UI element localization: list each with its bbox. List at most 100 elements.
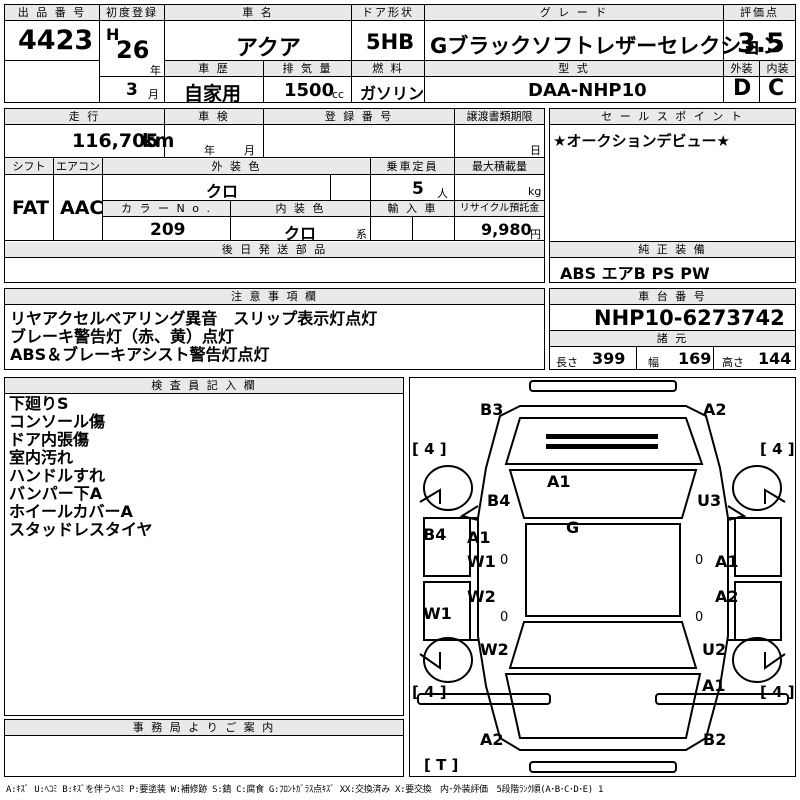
- score: 3.5: [737, 28, 785, 59]
- length-label: 長さ: [556, 356, 578, 369]
- damage-mark-b4: B4: [487, 491, 511, 510]
- tire-rear-right: [ 4 ]: [760, 683, 795, 701]
- inspection-month-unit: 月: [244, 144, 255, 157]
- ac-header: エアコン: [54, 159, 102, 175]
- recycle-deposit: 9,980: [481, 220, 532, 239]
- damage-mark-u2: U2: [702, 640, 727, 659]
- damage-mark-w2: W2: [467, 587, 496, 606]
- damage-mark-g: G: [566, 518, 580, 537]
- registration-year-unit: 年: [150, 64, 161, 77]
- lot-number-header: 出 品 番 号: [5, 5, 99, 21]
- capacity: 5: [412, 179, 424, 199]
- damage-mark-a1: A1: [547, 472, 571, 491]
- exterior-grade: D: [733, 76, 752, 101]
- parts-header: 後 日 発 送 部 品: [5, 242, 544, 258]
- notes-line: リヤアクセルベアリング異音 スリップ表示灯点灯: [10, 309, 378, 328]
- inspector-line: ドア内張傷: [9, 430, 90, 449]
- fuel-header: 燃 料: [352, 61, 424, 77]
- mileage-unit: km: [142, 130, 175, 152]
- recycle-deposit-unit: 円: [530, 228, 541, 241]
- ac: AAC: [60, 197, 104, 219]
- damage-mark-w1: W1: [467, 552, 496, 571]
- condition-diagram: B3 A2 A1 B4 U3 G B4 A1 W1 0 A1 0 W2 0 A2…: [409, 377, 796, 777]
- registration-month-unit: 月: [148, 88, 159, 101]
- grade-header: グ レ ー ド: [425, 5, 723, 21]
- interior-grade: C: [768, 76, 785, 101]
- inspection-header: 車 検: [165, 109, 263, 125]
- capacity-unit: 人: [437, 187, 448, 200]
- exterior-header: 外装: [724, 61, 759, 77]
- inspector-section: [4, 377, 404, 716]
- registration-month: 3: [126, 80, 138, 100]
- transfer-day-unit: 日: [530, 144, 541, 157]
- shift-header: シフト: [5, 159, 53, 175]
- color-number: 209: [150, 220, 186, 240]
- equipment-header: 純 正 装 備: [550, 242, 795, 258]
- car-name: アクア: [236, 36, 301, 61]
- mileage: 116,705: [72, 130, 159, 152]
- damage-mark-u3: U3: [697, 491, 722, 510]
- damage-mark-b3: B3: [480, 400, 504, 419]
- inspector-header: 検 査 員 記 入 欄: [5, 378, 403, 394]
- damage-mark-zero: 0: [500, 610, 509, 625]
- import-header: 輸 入 車: [371, 201, 454, 217]
- damage-mark-a1: A1: [715, 552, 739, 571]
- era-letter: H: [106, 25, 120, 44]
- max-load-header: 最大積載量: [455, 159, 544, 175]
- color-header: 外 装 色: [103, 159, 370, 175]
- mileage-header: 走 行: [5, 109, 164, 125]
- model-header: 型 式: [425, 61, 723, 77]
- length: 399: [592, 349, 626, 368]
- sales-point: ★オークションデビュー★: [553, 132, 730, 150]
- tire-front-right: [ 4 ]: [760, 440, 795, 458]
- damage-mark-a2: A2: [480, 730, 504, 749]
- height-label: 高さ: [722, 356, 744, 369]
- grade: Gブラックソフトレザーセレクション: [430, 34, 784, 58]
- inspector-line: コンソール傷: [9, 412, 106, 431]
- inspector-line: 下廻りS: [9, 394, 69, 413]
- score-header: 評価点: [724, 5, 795, 21]
- recycle-deposit-header: リサイクル預託金: [455, 201, 544, 217]
- damage-mark-zero: 0: [695, 610, 704, 625]
- history: 自家用: [184, 83, 242, 105]
- inspector-line: バンパー下A: [9, 484, 103, 503]
- car-outline-diagram: [417, 380, 789, 773]
- interior-color-unit: 系: [356, 228, 367, 241]
- fuel: ガソリン: [360, 84, 425, 103]
- transfer-deadline-header: 譲渡書類期限: [455, 109, 544, 125]
- first-registration-header: 初度登録: [100, 5, 164, 21]
- door-type-header: ドア形状: [352, 5, 424, 21]
- damage-mark-zero: 0: [695, 553, 704, 568]
- damage-mark-b2: B2: [703, 730, 727, 749]
- tire-front-left: [ 4 ]: [412, 440, 447, 458]
- damage-mark-a2: A2: [715, 587, 739, 606]
- inspector-line: 室内汚れ: [9, 448, 74, 467]
- office-header: 事 務 局 よ り ご 案 内: [5, 720, 403, 736]
- color: クロ: [206, 182, 239, 201]
- damage-mark-w2: W2: [480, 640, 509, 659]
- damage-mark-a1: A1: [467, 528, 491, 547]
- lot-number: 4423: [18, 25, 94, 56]
- interior-header: 内装: [760, 61, 795, 77]
- registration-year: 26: [116, 36, 150, 64]
- damage-mark-zero: 0: [500, 553, 509, 568]
- legend: A:ｷｽﾞ U:ﾍｺﾐ B:ｷｽﾞを伴うﾍｺﾐ P:要塗装 W:補修跡 S:錆 …: [6, 785, 604, 795]
- displacement: 1500: [284, 80, 335, 101]
- door-type: 5HB: [366, 30, 415, 54]
- shift: FAT: [12, 197, 49, 219]
- damage-mark-b4: B4: [423, 525, 447, 544]
- damage-mark-a1: A1: [702, 676, 726, 695]
- model: DAA-NHP10: [528, 80, 647, 101]
- inspector-line: ホイールカバーA: [9, 502, 133, 521]
- tire-spare: [ T ]: [424, 756, 459, 774]
- height: 144: [758, 349, 792, 368]
- inspection-year-unit: 年: [204, 144, 215, 157]
- displacement-unit: cc: [332, 88, 345, 101]
- equipment: ABS エアB PS PW: [560, 264, 710, 283]
- chassis-number: NHP10-6273742: [594, 306, 785, 330]
- inspector-line: スタッドレスタイヤ: [9, 520, 153, 539]
- spec-header: 諸 元: [550, 331, 795, 347]
- width-label: 幅: [648, 356, 659, 369]
- notes-header: 注 意 事 項 欄: [5, 289, 544, 305]
- notes-line: ブレーキ警告灯（赤、黄）点灯: [10, 327, 235, 346]
